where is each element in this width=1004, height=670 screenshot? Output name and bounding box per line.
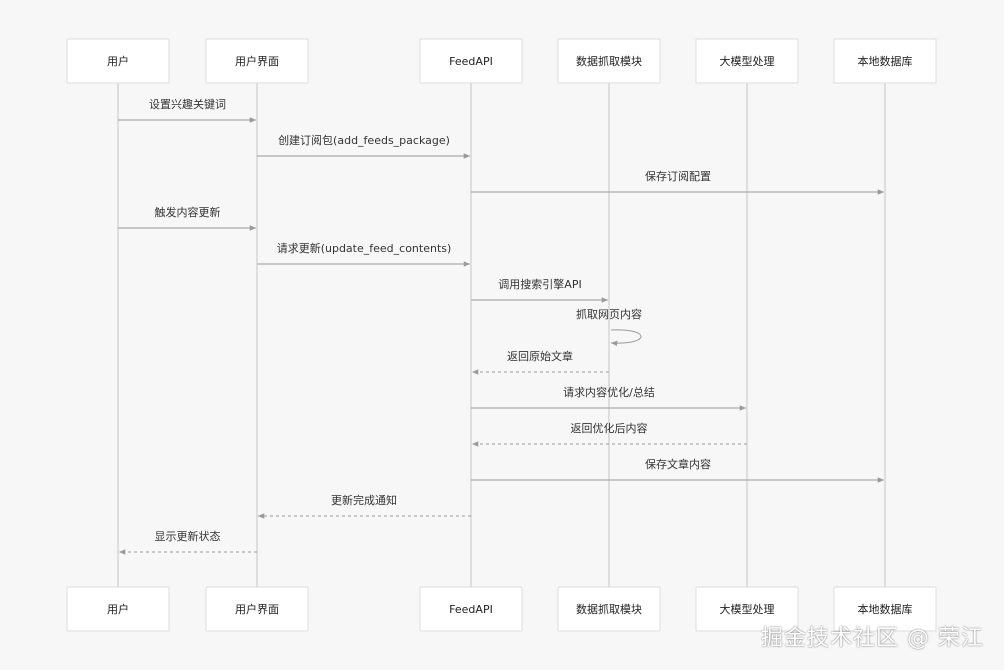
participant-label: 本地数据库 [858, 54, 913, 68]
participant-box [66, 38, 170, 84]
participant-box [557, 38, 661, 84]
message-label: 抓取网页内容 [576, 307, 642, 321]
message-label: 请求内容优化/总结 [563, 385, 655, 399]
participant-user-bottom: 用户 [66, 586, 170, 632]
participant-user-top: 用户 [66, 38, 170, 84]
message-1: 创建订阅包(add_feeds_package) [257, 133, 470, 159]
participant-box [833, 38, 937, 84]
self-arrow [610, 329, 642, 347]
participant-box [419, 38, 523, 84]
participant-label: 用户 [107, 54, 129, 68]
message-10: 保存文章内容 [471, 457, 884, 483]
participant-label: 数据抓取模块 [576, 54, 642, 68]
participant-api-top: FeedAPI [419, 38, 523, 84]
participant-box [66, 586, 170, 632]
message-7: 返回原始文章 [472, 349, 609, 375]
message-0: 设置兴趣关键词 [118, 97, 256, 123]
lifelines [117, 83, 886, 587]
message-5: 调用搜索引擎API [471, 277, 608, 303]
message-label: 更新完成通知 [331, 493, 397, 507]
message-11: 更新完成通知 [258, 493, 471, 519]
participant-label: 大模型处理 [720, 602, 775, 616]
participant-ui-top: 用户界面 [205, 38, 309, 84]
participants-bottom: 用户 用户界面 FeedAPI 数据抓取模块 大模型处理 本地数据库 [66, 586, 937, 632]
participant-api-bottom: FeedAPI [419, 586, 523, 632]
participant-box [205, 586, 309, 632]
message-label: 设置兴趣关键词 [149, 97, 226, 111]
participants-top: 用户 用户界面 FeedAPI 数据抓取模块 大模型处理 本地数据库 [66, 38, 937, 84]
participant-box [695, 586, 799, 632]
participant-crawler-bottom: 数据抓取模块 [557, 586, 661, 632]
participant-label: 用户界面 [235, 54, 279, 68]
participant-box [695, 38, 799, 84]
participant-label: FeedAPI [449, 55, 493, 68]
message-3: 触发内容更新 [118, 205, 256, 231]
message-label: 保存订阅配置 [645, 169, 711, 183]
participant-db-bottom: 本地数据库 [833, 586, 937, 632]
participant-box [833, 586, 937, 632]
participant-label: 用户界面 [235, 602, 279, 616]
message-label: 显示更新状态 [155, 529, 221, 543]
participant-box [557, 586, 661, 632]
participant-box [419, 586, 523, 632]
participant-label: 数据抓取模块 [576, 602, 642, 616]
participant-llm-bottom: 大模型处理 [695, 586, 799, 632]
watermark: 掘金技术社区 @ 荣江 [761, 626, 984, 651]
message-label: 保存文章内容 [645, 457, 711, 471]
message-4: 请求更新(update_feed_contents) [257, 241, 470, 267]
message-label: 触发内容更新 [155, 205, 221, 219]
participant-label: 本地数据库 [858, 602, 913, 616]
message-label: 创建订阅包(add_feeds_package) [278, 133, 450, 147]
message-6: 抓取网页内容 [576, 307, 642, 347]
message-2: 保存订阅配置 [471, 169, 884, 195]
participant-llm-top: 大模型处理 [695, 38, 799, 84]
message-12: 显示更新状态 [119, 529, 257, 555]
participant-label: FeedAPI [449, 603, 493, 616]
participant-ui-bottom: 用户界面 [205, 586, 309, 632]
participant-db-top: 本地数据库 [833, 38, 937, 84]
message-8: 请求内容优化/总结 [471, 385, 746, 411]
participant-box [205, 38, 309, 84]
participant-label: 用户 [107, 602, 129, 616]
message-label: 返回优化后内容 [571, 421, 648, 435]
message-9: 返回优化后内容 [472, 421, 747, 447]
participant-label: 大模型处理 [720, 54, 775, 68]
message-label: 调用搜索引擎API [498, 277, 581, 291]
participant-crawler-top: 数据抓取模块 [557, 38, 661, 84]
message-label: 请求更新(update_feed_contents) [277, 241, 452, 255]
message-label: 返回原始文章 [507, 349, 573, 363]
